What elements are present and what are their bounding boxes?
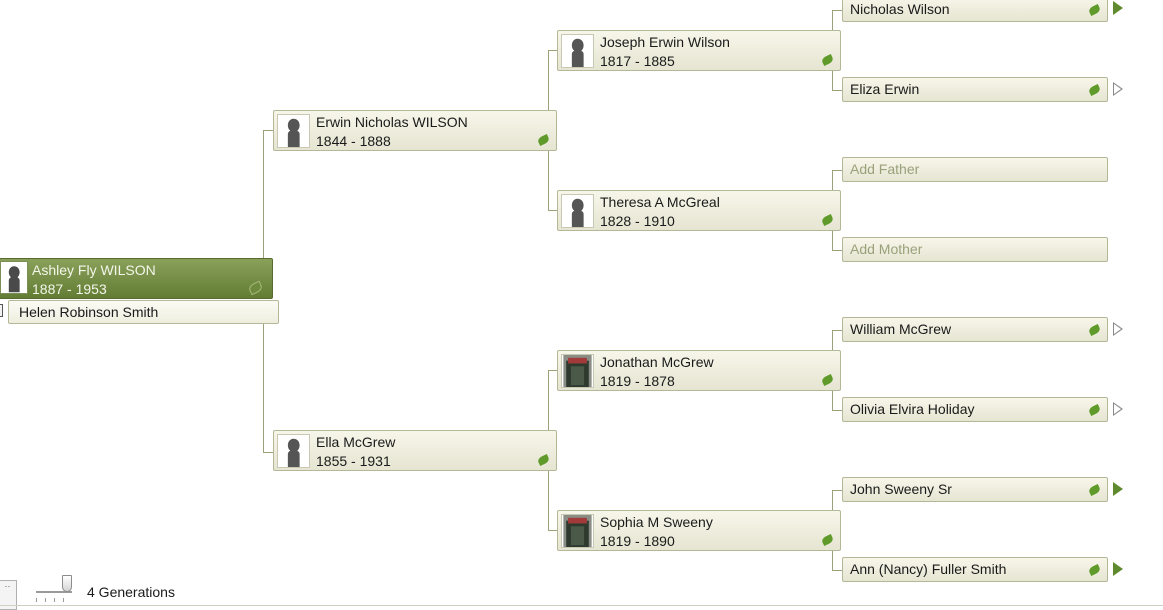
connector	[832, 70, 833, 90]
hint-leaf-icon[interactable]	[1087, 404, 1102, 416]
spouse-toggle-button[interactable]: ▾	[0, 304, 3, 317]
connector	[832, 410, 842, 411]
connector	[832, 10, 842, 11]
person-name: William McGrew	[850, 321, 952, 337]
connector	[832, 570, 842, 571]
connector	[263, 322, 264, 452]
hint-leaf-icon[interactable]	[1087, 4, 1102, 16]
hint-leaf-icon[interactable]	[247, 280, 264, 296]
connector	[548, 370, 558, 371]
mother-card[interactable]: Ella McGrew 1855 - 1931	[273, 430, 557, 471]
divider	[0, 605, 1163, 606]
person-name: Eliza Erwin	[850, 81, 920, 97]
grandparent-card[interactable]: Jonathan McGrew 1819 - 1878	[557, 350, 841, 391]
grandparent-card[interactable]: Sophia M Sweeny 1819 - 1890	[557, 510, 841, 551]
person-name: Olivia Elvira Holiday	[850, 401, 975, 417]
connector	[832, 170, 833, 190]
great-grandparent-card[interactable]: William McGrew	[842, 317, 1108, 342]
connector	[263, 130, 275, 131]
person-name: Sophia M Sweeny	[600, 514, 713, 530]
add-mother-label: Add Mother	[850, 241, 923, 257]
expand-arrow-icon[interactable]	[1113, 1, 1123, 15]
connector	[548, 530, 558, 531]
generations-label: 4 Generations	[87, 584, 175, 600]
person-name: Joseph Erwin Wilson	[600, 34, 730, 50]
hint-leaf-icon[interactable]	[820, 54, 835, 66]
silhouette-icon	[561, 34, 594, 68]
person-name: Ashley Fly WILSON	[32, 262, 156, 278]
connector	[548, 470, 549, 530]
person-years: 1817 - 1885	[600, 53, 675, 69]
root-person-card[interactable]: Ashley Fly WILSON 1887 - 1953	[0, 258, 273, 299]
person-years: 1887 - 1953	[32, 281, 107, 297]
hint-leaf-icon[interactable]	[536, 454, 551, 466]
grandparent-card[interactable]: Joseph Erwin Wilson 1817 - 1885	[557, 30, 841, 71]
father-card[interactable]: Erwin Nicholas WILSON 1844 - 1888	[273, 110, 557, 151]
generations-slider-track[interactable]	[36, 591, 72, 593]
connector	[832, 330, 842, 331]
great-grandparent-card[interactable]: John Sweeny Sr	[842, 477, 1108, 502]
generations-slider-ticks	[36, 598, 72, 602]
silhouette-icon	[277, 114, 310, 148]
connector	[832, 330, 833, 350]
connector	[832, 250, 842, 251]
hint-leaf-icon[interactable]	[536, 134, 551, 146]
connector	[263, 130, 264, 260]
grandparent-card[interactable]: Theresa A McGreal 1828 - 1910	[557, 190, 841, 231]
expand-arrow-icon[interactable]	[1113, 562, 1123, 576]
hint-leaf-icon[interactable]	[820, 374, 835, 386]
hint-leaf-icon[interactable]	[1087, 84, 1102, 96]
silhouette-icon	[277, 434, 310, 468]
connector	[548, 150, 549, 210]
silhouette-icon	[561, 194, 594, 228]
connector	[548, 50, 558, 51]
add-father-label: Add Father	[850, 161, 920, 177]
person-name: Jonathan McGrew	[600, 354, 714, 370]
hint-leaf-icon[interactable]	[1087, 564, 1102, 576]
great-grandparent-card[interactable]: Nicholas Wilson	[842, 0, 1108, 22]
person-name: Ann (Nancy) Fuller Smith	[850, 561, 1007, 577]
connector	[548, 210, 558, 211]
connector	[832, 490, 842, 491]
person-name: Ella McGrew	[316, 434, 396, 450]
generations-slider-thumb[interactable]	[62, 575, 72, 592]
connector	[832, 10, 833, 30]
person-name: Nicholas Wilson	[850, 1, 950, 17]
person-years: 1844 - 1888	[316, 133, 391, 149]
person-years: 1828 - 1910	[600, 213, 675, 229]
great-grandparent-card[interactable]: Eliza Erwin	[842, 77, 1108, 102]
add-mother-card[interactable]: Add Mother	[842, 237, 1108, 262]
add-father-card[interactable]: Add Father	[842, 157, 1108, 182]
portrait-photo-icon	[561, 514, 594, 548]
connector	[832, 550, 833, 570]
hint-leaf-icon[interactable]	[1087, 484, 1102, 496]
expand-arrow-icon[interactable]	[1113, 402, 1123, 416]
person-name: John Sweeny Sr	[850, 481, 952, 497]
connector	[548, 50, 549, 110]
person-name: Theresa A McGreal	[600, 194, 720, 210]
connector	[832, 230, 833, 250]
spouse-name: Helen Robinson Smith	[19, 304, 159, 320]
connector	[832, 490, 833, 510]
person-years: 1855 - 1931	[316, 453, 391, 469]
hint-leaf-icon[interactable]	[1087, 324, 1102, 336]
expand-arrow-icon[interactable]	[1113, 322, 1123, 336]
hint-leaf-icon[interactable]	[820, 534, 835, 546]
silhouette-icon	[0, 261, 28, 294]
portrait-photo-icon	[561, 354, 594, 388]
hint-leaf-icon[interactable]	[820, 214, 835, 226]
connector	[832, 170, 842, 171]
connector	[263, 452, 275, 453]
spouse-card[interactable]: Helen Robinson Smith	[8, 300, 279, 324]
person-years: 1819 - 1890	[600, 533, 675, 549]
person-name: Erwin Nicholas WILSON	[316, 114, 468, 130]
expand-arrow-icon[interactable]	[1113, 482, 1123, 496]
expand-arrow-icon[interactable]	[1113, 82, 1123, 96]
great-grandparent-card[interactable]: Olivia Elvira Holiday	[842, 397, 1108, 422]
person-years: 1819 - 1878	[600, 373, 675, 389]
connector	[548, 370, 549, 430]
great-grandparent-card[interactable]: Ann (Nancy) Fuller Smith	[842, 557, 1108, 582]
connector	[832, 390, 833, 410]
connector	[832, 90, 842, 91]
